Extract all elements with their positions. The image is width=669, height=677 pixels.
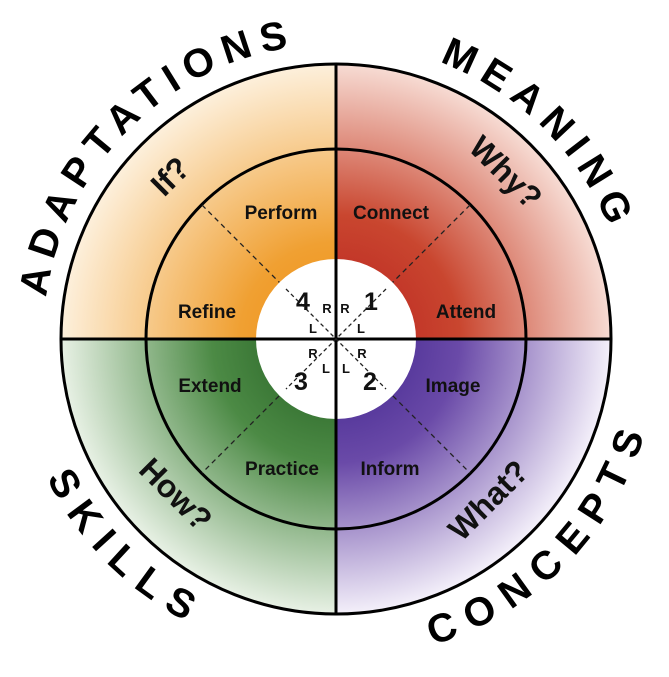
quadrant-number-1: 1 (364, 288, 378, 316)
hemi-r-q3: R (308, 346, 318, 361)
stage-image: Image (426, 376, 481, 397)
hemi-l-q2: L (342, 361, 350, 376)
hemi-l-q3: L (322, 361, 330, 376)
quadrant-number-2: 2 (363, 368, 377, 396)
hemi-r-q1: R (340, 301, 350, 316)
stage-perform: Perform (245, 203, 318, 224)
quadrant-skills (61, 339, 336, 614)
hemi-r-q2: R (357, 346, 367, 361)
hemi-r-q4: R (322, 301, 332, 316)
stage-connect: Connect (353, 203, 430, 224)
quadrant-number-4: 4 (296, 288, 310, 316)
stage-extend: Extend (178, 376, 241, 397)
quadrant-concepts (336, 339, 611, 614)
hemi-l-q1: L (357, 321, 365, 336)
stage-refine: Refine (178, 302, 236, 323)
center-dashes (285, 288, 387, 390)
stage-practice: Practice (245, 459, 319, 480)
stage-attend: Attend (436, 302, 496, 323)
hemi-l-q4: L (309, 321, 317, 336)
stage-inform: Inform (360, 459, 419, 480)
quadrant-number-3: 3 (294, 368, 308, 396)
